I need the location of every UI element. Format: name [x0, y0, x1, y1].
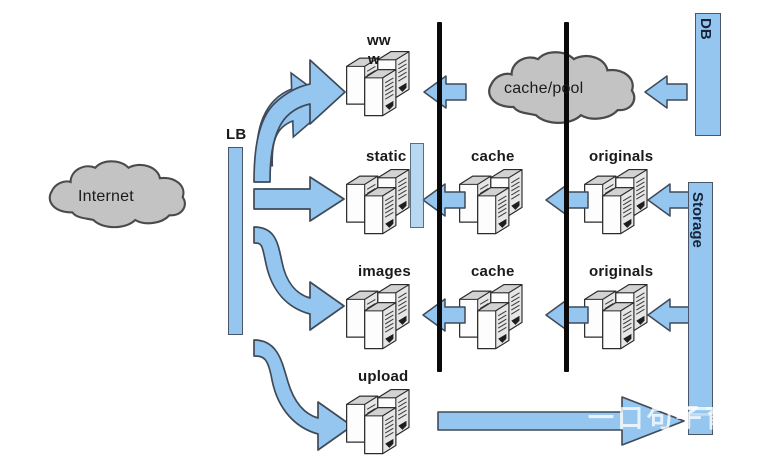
arrow-upload-to-storage — [437, 396, 685, 446]
arrow-cachepool-to-www — [423, 75, 467, 109]
arrow-lb-to-images — [253, 226, 345, 331]
arrow-cache-to-static — [422, 183, 466, 217]
arrow-storage-to-originals-images — [647, 298, 691, 332]
bar-storage[interactable] — [688, 182, 713, 435]
tier-images-originals-label: originals — [589, 263, 654, 280]
servers-upload — [347, 390, 409, 454]
bar-db-label: DB — [697, 18, 714, 40]
arrow-lb-to-www — [255, 71, 334, 168]
tier-images-cache-label: cache — [471, 263, 515, 280]
divider-right — [564, 22, 569, 372]
tier-upload-label: upload — [358, 368, 409, 385]
bar-storage-label: Storage — [689, 192, 706, 248]
arrow-lb-to-static — [253, 176, 345, 222]
cloud-cache-pool-label: cache/pool — [504, 80, 584, 97]
tier-static-label: static — [366, 148, 407, 165]
arrow-cache-to-images — [422, 298, 466, 332]
servers-static-originals — [585, 170, 647, 234]
servers-images-cache — [460, 285, 522, 349]
servers-static-cache — [460, 170, 522, 234]
bar-static-overlay — [410, 143, 424, 228]
tier-static-cache-label: cache — [471, 148, 515, 165]
arrow-storage-to-originals-static — [647, 183, 691, 217]
servers-images — [347, 285, 409, 349]
cloud-internet-label: Internet — [78, 188, 134, 205]
divider-left — [437, 22, 442, 372]
servers-images-originals — [585, 285, 647, 349]
tier-www-label-line2: w — [368, 51, 380, 68]
servers-static — [347, 170, 409, 234]
bar-lb-label: LB — [226, 126, 247, 143]
bar-lb[interactable] — [228, 147, 243, 335]
arrow-lb-to-www-curve — [253, 59, 346, 183]
arrow-lb-to-upload — [253, 339, 353, 451]
bar-db[interactable] — [695, 13, 721, 136]
tier-images-label: images — [358, 263, 411, 280]
arrow-db-to-cachepool — [644, 75, 688, 109]
tier-static-originals-label: originals — [589, 148, 654, 165]
tier-www-label-line1: ww — [367, 32, 391, 49]
